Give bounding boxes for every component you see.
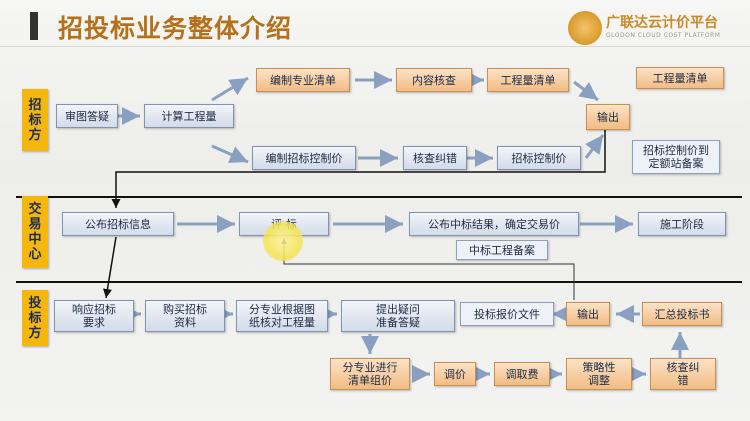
node-respond-tender: 响应招标 要求 <box>54 300 134 332</box>
page-title: 招投标业务整体介绍 <box>58 14 293 43</box>
note-award-record: 中标工程备案 <box>456 240 548 260</box>
note-boq: 工程量清单 <box>636 67 724 89</box>
node-calc-quantity: 计算工程量 <box>144 104 234 128</box>
lane-divider-top <box>16 196 742 198</box>
logo-tagline: GLODON CLOUD COST PLATFORM <box>606 32 721 39</box>
lane-label-exchange: 交 易 中 心 <box>22 196 48 268</box>
node-control-price: 招标控制价 <box>497 146 581 170</box>
node-announce-result: 公布中标结果，确定交易价 <box>409 212 579 236</box>
node-publish-tender: 公布招标信息 <box>62 212 174 236</box>
node-raise-questions: 提出疑问 准备答疑 <box>341 300 455 332</box>
node-content-review: 内容核查 <box>396 68 472 92</box>
node-check-correct: 核查纠错 <box>403 146 467 170</box>
node-compile-bill: 编制专业清单 <box>256 68 350 92</box>
logo-icon <box>568 11 602 45</box>
header-divider <box>0 46 750 47</box>
node-bid-file: 投标报价文件 <box>460 302 554 326</box>
node-buy-documents: 购买招标 资料 <box>145 300 225 332</box>
node-tender-output: 输出 <box>586 104 630 130</box>
node-adjust-price: 调价 <box>434 362 476 386</box>
note-control-price-record: 招标控制价到 定额站备案 <box>632 140 720 174</box>
laser-pointer-highlight <box>263 221 303 261</box>
node-bidder-check: 核查纠 错 <box>650 358 716 390</box>
lane-label-bidder: 投 标 方 <box>22 290 48 346</box>
node-summary-bid: 汇总投标书 <box>642 302 722 326</box>
logo-name: 广联达云计价平台 <box>606 15 718 31</box>
node-strategic-adjust: 策略性 调整 <box>566 358 632 390</box>
title-accent-bar <box>30 12 38 40</box>
lane-label-tender: 招 标 方 <box>22 89 48 151</box>
node-construction-stage: 施工阶段 <box>638 212 726 236</box>
node-compile-control-price: 编制招标控制价 <box>252 146 356 170</box>
node-pricing-by-specialty: 分专业进行 清单组价 <box>330 358 410 390</box>
node-verify-quantity: 分专业根据图 纸核对工程量 <box>236 300 328 332</box>
node-boq: 工程量清单 <box>487 68 569 92</box>
node-qa: 审图答疑 <box>56 104 118 128</box>
lane-divider-bottom <box>16 281 742 283</box>
node-fetch-fee: 调取费 <box>494 362 550 386</box>
node-bidder-output: 输出 <box>566 302 610 326</box>
